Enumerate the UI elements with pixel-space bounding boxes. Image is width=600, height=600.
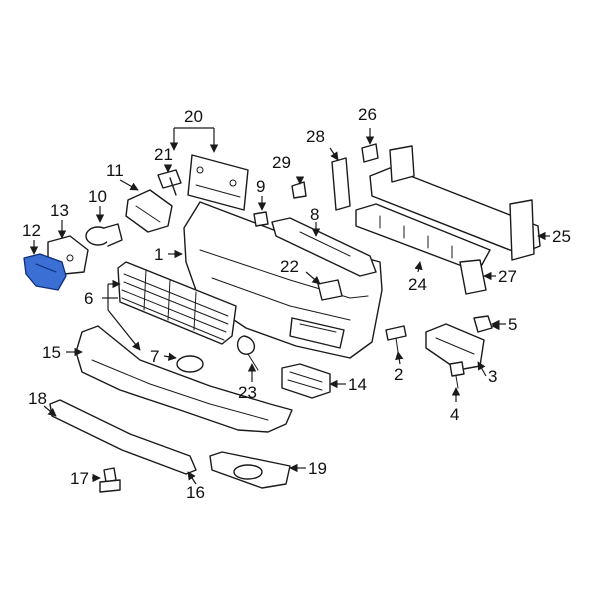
callout-29: 29 [272,153,291,172]
callout-5: 5 [508,315,517,334]
part-28-bracket [331,157,351,211]
callout-6: 6 [84,289,93,308]
callout-2: 2 [394,365,403,384]
callout-17: 17 [70,469,89,488]
part-11-sensor-bracket [125,189,173,233]
callout-4: 4 [450,405,459,424]
callout-26: 26 [358,105,377,124]
callout-12: 12 [22,221,41,240]
part-18-spoiler-strip [49,399,197,475]
callout-16: 16 [186,483,205,502]
leader-lines [29,127,550,485]
callout-25: 25 [552,227,571,246]
part-25-reinforcement-beam [369,145,541,261]
callout-20: 20 [184,107,203,126]
callout-9: 9 [256,177,265,196]
callout-18: 18 [28,389,47,408]
callout-11: 11 [106,161,124,180]
part-26-bolt [361,143,379,163]
callout-7: 7 [150,347,159,366]
callout-15: 15 [42,343,61,362]
part-6-lower-grille [117,261,237,345]
part-24-energy-absorber [355,203,491,273]
part-9-bolt [253,211,269,227]
part-17-bolt [99,467,121,493]
part-10-parking-sensor [85,223,123,247]
part-7-plug [176,355,204,373]
callout-13: 13 [50,201,69,220]
part-29-bolt [291,181,307,199]
part-2-screw [385,325,407,353]
callout-21: 21 [154,145,173,164]
part-5-nut [473,315,493,333]
callout-27: 27 [498,267,517,286]
callout-8: 8 [310,205,319,224]
part-14-fog-grille [281,363,331,399]
callout-labels: 20 21 11 10 13 12 1 6 7 15 9 29 28 26 8 … [22,105,571,502]
callout-19: 19 [308,459,327,478]
part-19-fog-trim [209,451,291,489]
part-22-tow-eye-cover [317,279,343,301]
part-21-screw [157,169,182,196]
part-8-absorber-bracket [271,217,377,277]
part-4-bolt [449,361,465,389]
callout-24: 24 [408,275,427,294]
part-27-bracket [459,259,487,295]
callout-23: 23 [238,383,257,402]
callout-1: 1 [154,245,163,264]
part-23-wire-clip [237,335,259,371]
callout-22: 22 [280,257,299,276]
callout-3: 3 [488,367,497,386]
callout-14: 14 [348,375,367,394]
part-20-license-plate-bracket [187,154,249,211]
part-12-sensor-highlighted [23,253,67,291]
callout-28: 28 [306,127,325,146]
part-15-lower-deflector [75,325,293,433]
callout-10: 10 [88,187,107,206]
